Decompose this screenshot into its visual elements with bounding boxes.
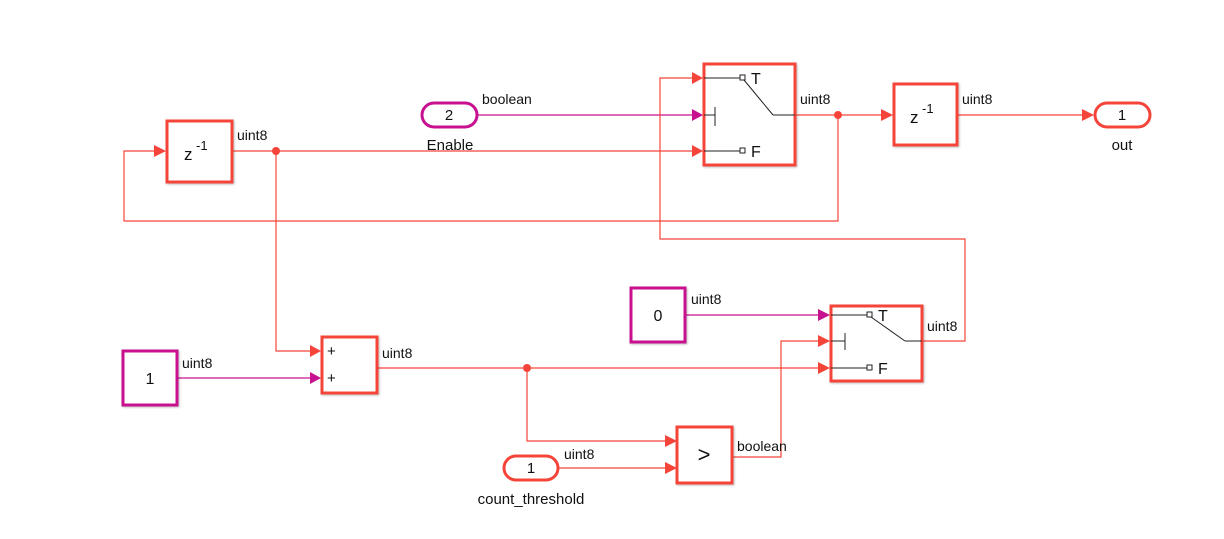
wire-sum-to-relational [526, 368, 666, 442]
sum-out-type: uint8 [382, 345, 413, 361]
inport-enable[interactable]: 2 [420, 101, 479, 129]
outport-out-number: 1 [1118, 107, 1126, 124]
constant-zero-value: 0 [654, 308, 663, 325]
switch-block-top[interactable]: T F [702, 62, 797, 167]
arrow-sum-in2 [310, 372, 321, 384]
wire-switch-bottom-to-switch-top-true [659, 77, 966, 342]
outport-out[interactable]: 1 [1093, 101, 1152, 129]
inport-threshold-name: count_threshold [478, 491, 585, 508]
unit-delay-block-1[interactable]: z -1 [165, 119, 234, 184]
delay2-out-type: uint8 [962, 91, 993, 107]
delay1-label: z [184, 145, 193, 164]
arrow-switch-top-false [692, 145, 703, 157]
enable-out-type: boolean [482, 91, 532, 107]
switch-bottom-out-type: uint8 [927, 318, 958, 334]
wire-relational-to-switch-ctrl [733, 340, 819, 458]
arrow-switch-bottom-ctrl [818, 335, 830, 347]
switch-bottom-true-label: T [878, 308, 888, 325]
constant-zero-out-type: uint8 [691, 291, 722, 307]
delay1-exponent: -1 [196, 138, 208, 153]
arrow-switch-top-ctrl [692, 109, 703, 121]
threshold-out-type: uint8 [564, 446, 595, 462]
switch-top-false-label: F [751, 144, 761, 161]
wire-delay1-to-sum [275, 151, 310, 352]
wire-feedback-to-delay1 [123, 115, 839, 222]
delay2-exponent: -1 [922, 101, 934, 116]
constant-block-one[interactable]: 1 [121, 349, 179, 407]
arrow-switch-bottom-true [818, 309, 830, 321]
arrow-out-in [1082, 109, 1094, 121]
outport-out-name: out [1112, 137, 1134, 154]
constant-block-zero[interactable]: 0 [629, 286, 687, 344]
inport-enable-name: Enable [427, 137, 474, 154]
constant-one-value: 1 [146, 371, 155, 388]
inport-count-threshold[interactable]: 1 [502, 454, 560, 482]
arrow-relational-in1 [665, 435, 677, 447]
relational-out-type: boolean [737, 438, 787, 454]
unit-delay-block-2[interactable]: z -1 [892, 82, 959, 147]
delay2-label: z [910, 108, 919, 127]
arrow-delay2-in [881, 109, 893, 121]
constant-one-out-type: uint8 [182, 355, 213, 371]
sum-sign-1: + [327, 343, 336, 360]
arrow-sum-in1 [310, 345, 321, 357]
inport-enable-number: 2 [445, 107, 453, 124]
arrow-switch-top-true [692, 72, 703, 84]
sum-block[interactable]: + + [320, 335, 379, 395]
relational-operator-block[interactable]: > [675, 425, 734, 485]
sum-sign-2: + [327, 370, 336, 387]
switch-bottom-false-label: F [878, 361, 888, 378]
arrow-relational-in2 [665, 462, 677, 474]
delay1-out-type: uint8 [237, 127, 268, 143]
relational-operator-symbol: > [698, 442, 711, 467]
arrow-delay1-in [154, 145, 166, 157]
switch-top-true-label: T [751, 71, 761, 88]
switch-block-bottom[interactable]: T F [829, 304, 924, 383]
inport-threshold-number: 1 [527, 460, 535, 477]
switch-top-out-type: uint8 [800, 91, 831, 107]
arrow-switch-bottom-false [818, 362, 830, 374]
